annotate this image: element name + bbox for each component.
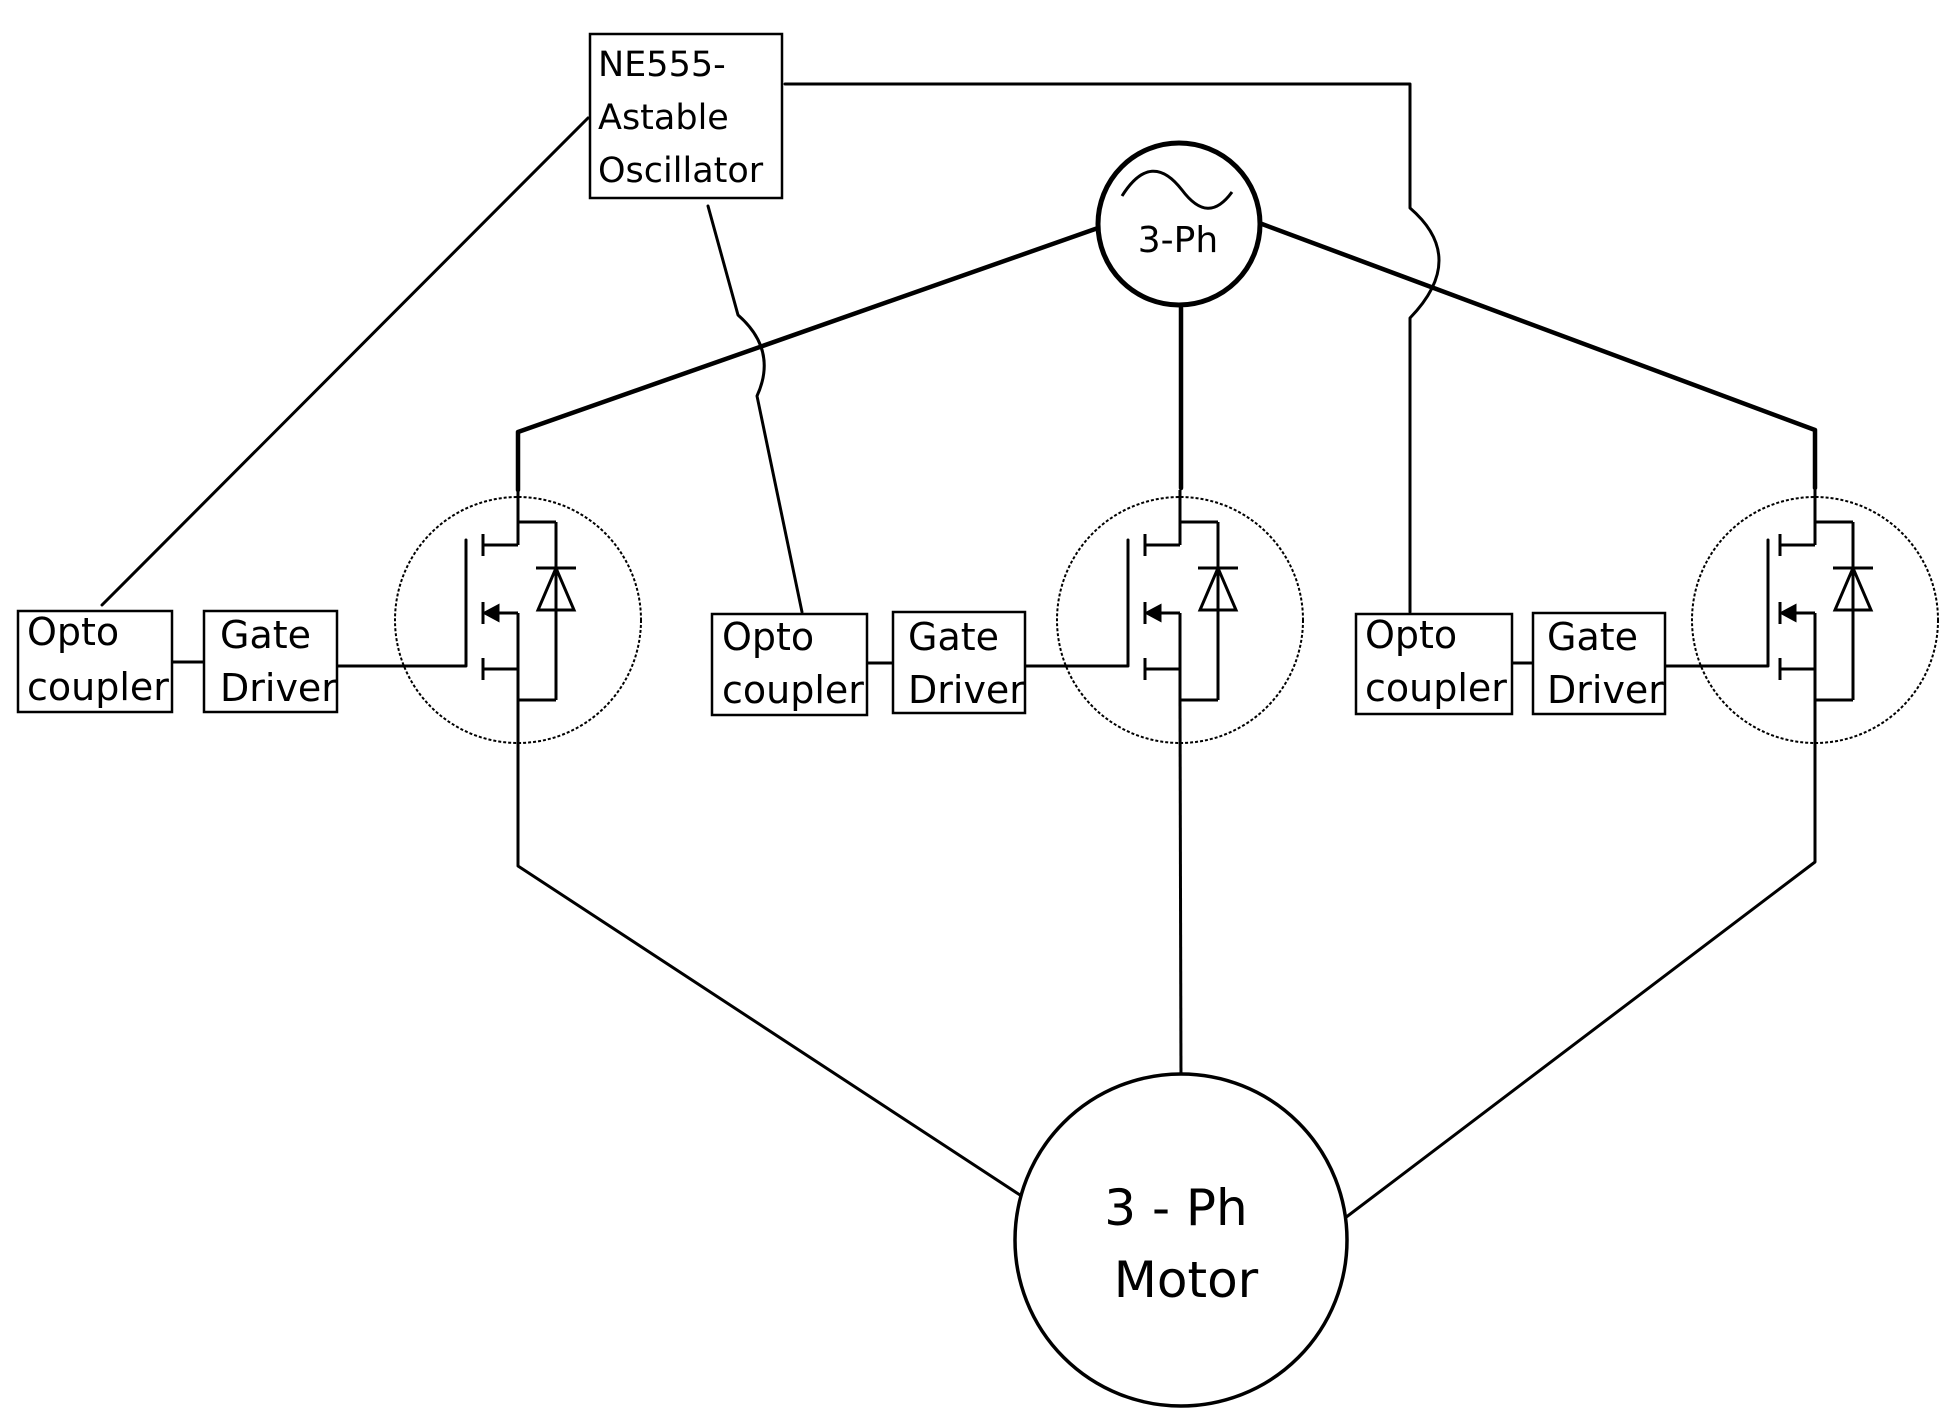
gate-driver-3: Gate Driver: [1531, 611, 1667, 716]
wire-osc-to-opto-3: [783, 82, 1441, 614]
three-phase-motor: 3 - Ph Motor: [1013, 1072, 1349, 1408]
wire-driver-3-to-gate-3: [1663, 538, 1770, 668]
wire-switch-2-to-motor: [1178, 698, 1183, 1086]
mosfet-symbol-icon: [481, 490, 577, 702]
channel-2: Opto coupler Gate Driver: [710, 610, 1027, 717]
opto-coupler-label-line2: coupler: [1365, 666, 1507, 710]
sine-wave-icon: [1120, 169, 1234, 210]
wire-driver-2-to-gate-2: [1023, 538, 1130, 668]
oscillator-block: NE555- Astable Oscillator: [588, 32, 784, 200]
motor-label-line2: Motor: [1114, 1251, 1259, 1309]
mosfet-circle: [1691, 496, 1939, 744]
opto-coupler-label-line1: Opto: [722, 615, 814, 659]
motor-label-line1: 3 - Ph: [1104, 1179, 1247, 1237]
opto-coupler-label-line1: Opto: [27, 610, 119, 654]
channel-1: Opto coupler Gate Driver: [16, 609, 339, 714]
wire-driver-1-to-gate-1: [335, 538, 468, 668]
oscillator-box: [588, 32, 784, 200]
mosfet-symbol-icon: [1778, 490, 1874, 702]
channel-3: Opto coupler Gate Driver: [1354, 611, 1667, 716]
mosfet-switch-3: [1691, 490, 1939, 744]
gate-driver-box: [202, 609, 339, 714]
oscillator-label-line3: Oscillator: [598, 151, 764, 191]
opto-coupler-2: Opto coupler: [710, 612, 869, 717]
wire-switch-3-to-motor: [1343, 698, 1817, 1220]
oscillator-label-line1: NE555-: [598, 45, 726, 85]
opto-coupler-box: [1354, 612, 1514, 716]
opto-coupler-label-line2: coupler: [27, 665, 169, 709]
gate-driver-label-line1: Gate: [220, 613, 311, 657]
gate-driver-label-line1: Gate: [1547, 615, 1638, 659]
gate-driver-box: [1531, 611, 1667, 716]
mosfet-switch-1: [394, 490, 642, 744]
opto-coupler-3: Opto coupler: [1354, 612, 1514, 716]
wires: [100, 82, 1818, 1220]
wire-source-to-switch-3: [1259, 221, 1818, 491]
source-label: 3-Ph: [1138, 220, 1218, 261]
gate-driver-2: Gate Driver: [891, 610, 1027, 715]
opto-coupler-1: Opto coupler: [16, 609, 174, 714]
wire-osc-to-opto-1: [100, 116, 590, 607]
mosfet-symbol-icon: [1143, 490, 1239, 702]
gate-driver-label-line2: Driver: [220, 666, 337, 710]
opto-coupler-label-line2: coupler: [722, 668, 864, 712]
mosfet-circle: [1056, 496, 1304, 744]
opto-coupler-box: [16, 609, 174, 714]
three-phase-source: 3-Ph: [1095, 140, 1263, 308]
opto-coupler-label-line1: Opto: [1365, 613, 1457, 657]
wire-source-to-switch-1: [515, 225, 1101, 493]
gate-driver-label-line2: Driver: [1547, 668, 1664, 712]
wire-switch-1-to-motor: [516, 698, 1022, 1197]
oscillator-label-line2: Astable: [598, 98, 729, 138]
motor-circle: [1013, 1072, 1349, 1408]
gate-driver-1: Gate Driver: [202, 609, 339, 714]
mosfet-circle: [394, 496, 642, 744]
opto-coupler-box: [710, 612, 869, 717]
gate-driver-label-line1: Gate: [908, 615, 999, 659]
mosfet-switch-2: [1056, 490, 1304, 744]
wire-osc-to-opto-2: [706, 204, 804, 614]
source-circle: [1095, 140, 1263, 308]
gate-driver-box: [891, 610, 1027, 715]
gate-driver-label-line2: Driver: [908, 668, 1025, 712]
